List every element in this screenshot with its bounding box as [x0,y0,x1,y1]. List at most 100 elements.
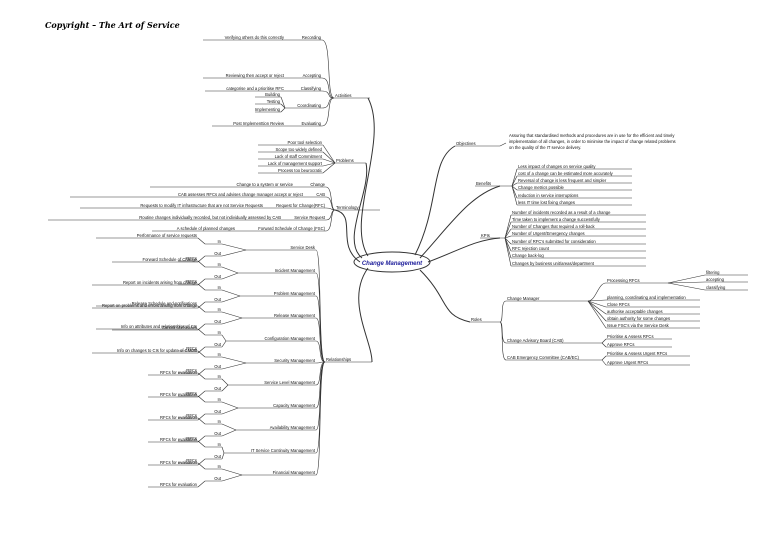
relationship-4-out-label: Out [214,342,222,347]
kpi-4: Number of RFC's submitted for considerat… [512,239,596,244]
relationship-out-link [221,340,227,348]
relationship-in-link [221,446,225,454]
relationship-out-link [221,429,237,437]
cm-item-link-0 [587,299,607,302]
relationship-2-out: Report on problems and errors arising fr… [102,303,198,308]
roles-link-cab [499,321,507,344]
activity-leaf-2: categorise and a prioritise RFC [226,86,284,91]
terminology-link-4 [325,209,336,232]
kpi-5: RFC rejection count [512,246,550,251]
benefit-2: Reversal of change is less frequent and … [518,178,607,183]
branch-relationships [358,267,373,363]
relationship-in-leaf-link [197,237,206,245]
activities-link-0 [321,39,335,99]
relationship-8-out: RFCs for evaluation [160,437,198,442]
kpi-7: Changes by business unit/areas/departmen… [512,261,595,266]
relationship-out-leaf-link [197,435,206,443]
problems-link-3 [322,162,336,167]
branch-activities [360,97,375,257]
branch-terminology [334,209,361,263]
relationship-in-leaf-link [197,305,206,313]
activity-leaf-0: Verifying others do this correctly [225,35,285,40]
relationships-link-5 [315,361,326,364]
relationship-9-out-label: Out [214,454,222,459]
relationship-9-in-label: In [218,442,222,447]
relationship-in-leaf-link [197,395,206,403]
cm-item-link-2 [587,300,607,315]
relationship-4: Configuration Management [264,336,315,341]
relationship-8-out-label: Out [214,431,222,436]
kpi-0: Number of incidents recorded as a result… [512,210,611,215]
relationship-2: Problem Management [274,291,316,296]
copyright-title: Copyright – The Art of Service [45,20,180,30]
benefit-0: Less impact of changes on service qualit… [518,164,596,169]
activity-1: Accepting [303,73,322,78]
processing-item-1: accepting [706,277,725,282]
center-node-label: Change Management [362,261,423,267]
relationship-6-out: RFCs for evaluation [160,392,198,397]
problems-link-4 [322,162,336,174]
cm-item-link-1 [587,300,607,308]
relationship-5-in-label: In [218,352,222,357]
role-cab-ec: CAB Emergency Committee (CAB/EC) [507,355,580,360]
relationship-out-link [221,452,225,460]
kpis-link-0 [504,214,512,239]
branch-objectives [414,145,456,256]
relationship-1-out-label: Out [214,274,222,279]
role-cab: Change Advisory Board (CAB) [507,338,564,343]
cm-item-link-4 [587,300,607,329]
relationship-4-in: Info on attributes and relationships of … [121,324,197,329]
processing-item-0: filtering [706,270,720,275]
relationship-in-link [221,423,237,431]
problem-2: Lack of staff Commitment [275,154,323,159]
terminology-leaf-0: Change to a system or service [236,182,293,187]
problem-3: Lack of management support [268,161,323,166]
relationship-3-in: Release Schedule and notifications [132,301,197,306]
kpis-link-5 [504,237,512,252]
activity-3-leaf-1: Testing [267,99,281,104]
benefits-link-3 [511,185,518,191]
role-change-manager: Change Manager [507,296,540,301]
relationship-in-leaf-link [197,462,206,470]
relationship-1-in-label: In [218,262,222,267]
processing-item-2: classifying [706,285,726,290]
terminology-label: Terminology [336,205,359,210]
relationship-in-link [221,289,241,297]
relationship-7-out: RFCs for evaluation [160,415,198,420]
relationship-2-out-label: Out [214,297,222,302]
benefit-3: Change metrics possible [518,185,565,190]
cabec-item-link-1 [601,359,607,366]
kpis-link-1 [504,221,512,239]
relationships-link-3 [315,317,326,363]
cab-item-link-1 [601,342,607,348]
activities-link-4 [321,97,335,127]
benefit-5: less IT time lost fixing changes [518,200,575,205]
activities-link-3 [321,97,335,109]
cm-item-3: obtain authority for some changes [607,316,670,321]
processing-link-1 [667,281,706,284]
terminology-leaf-2: Requests to modify IT infrastructure tha… [140,203,263,208]
kpis-link-4 [504,237,512,245]
terminology-leaf-1: CAB assesses RFCs and advises change man… [178,192,304,197]
problems-label: Problems [336,158,354,163]
relationship-9-out: RFCs for evaluation [160,460,198,465]
relationship-3-out-label: Out [214,319,222,324]
relationship-3: Release Management [274,313,316,318]
terminology-leaf-4: A schedule of planned changes [177,226,235,231]
activity-leaf-link [280,103,286,109]
relationship-4-in-label: In [218,330,222,335]
benefits-link-1 [511,175,518,187]
activity-leaf-link [280,96,286,109]
benefit-1: cost of a change can be estimated more a… [518,171,614,176]
relationship-in-link [221,266,239,274]
kpis-link-2 [504,228,512,239]
relationship-5: Security Management [274,358,316,363]
terminology-term-0: Change [310,182,325,187]
relationship-5-in: RFCs [186,346,197,351]
relationship-7: Capacity Management [273,403,316,408]
relationship-5-out: RFCs for evaluation [160,370,198,375]
problems-link-1 [322,151,336,164]
kpi-1: Time taken to implement a change success… [512,217,601,222]
relationship-3-out: Control of releases [162,325,197,330]
activity-4: Evaluating [301,121,321,126]
